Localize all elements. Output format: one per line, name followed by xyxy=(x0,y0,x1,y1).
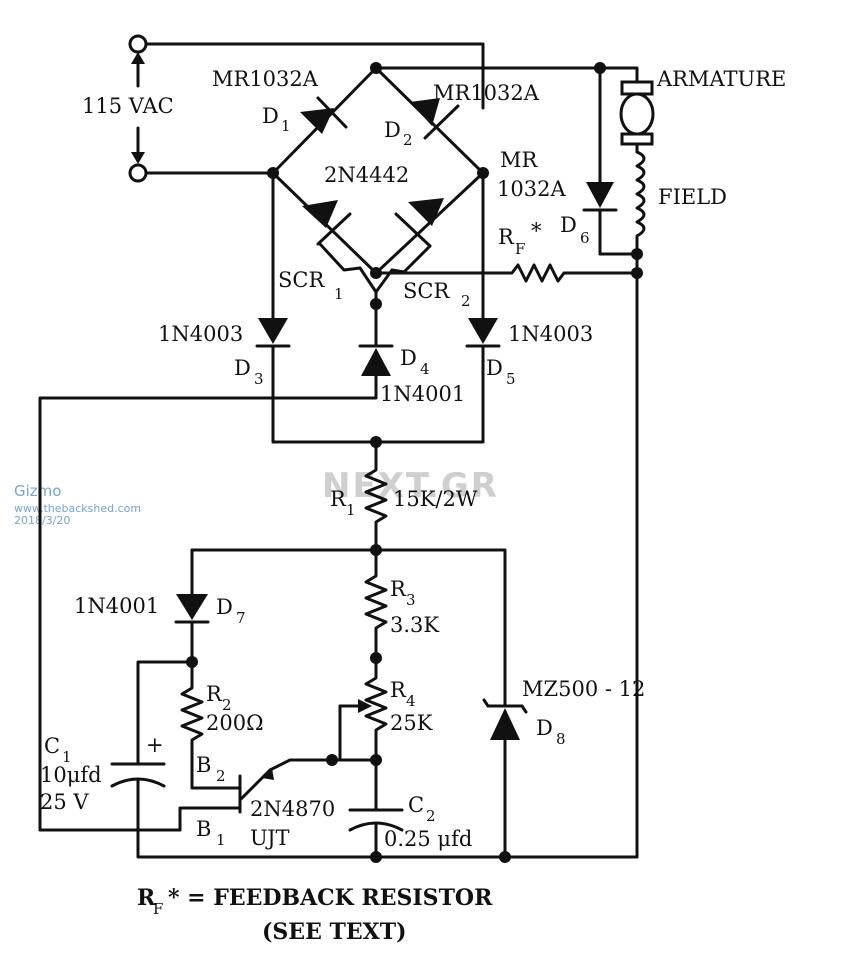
d5-part: 1N4003 xyxy=(508,322,593,346)
d4-sub: 4 xyxy=(420,360,430,378)
d4-ref: D xyxy=(400,346,417,370)
diode-d3 xyxy=(255,318,291,348)
node-ground-mid xyxy=(370,851,382,863)
node-ujt-emitter xyxy=(326,754,338,766)
zener-d8 xyxy=(482,698,528,740)
d5-ref: D xyxy=(486,356,503,380)
d7-ref: D xyxy=(216,595,233,619)
stamp-name: Gizmo xyxy=(14,482,61,500)
rf-sub: F xyxy=(515,240,525,258)
r4-value: 25K xyxy=(390,711,433,735)
r3-sub: 3 xyxy=(406,591,416,609)
d1-ref: D xyxy=(262,104,279,128)
d7-part: 1N4001 xyxy=(74,594,159,618)
armature-symbol xyxy=(619,92,655,136)
scr2-sub: 2 xyxy=(461,292,471,310)
c1-sub: 1 xyxy=(62,748,72,766)
potentiometer-r4 xyxy=(338,656,388,762)
r4-ref: R xyxy=(390,678,407,702)
caption: R F * = FEEDBACK RESISTOR (SEE TEXT) xyxy=(137,885,493,945)
rectifier-diodes: 1N4003 D 3 D 4 1N4001 1N4003 D 5 xyxy=(38,171,593,832)
d6-sub: 6 xyxy=(580,229,590,247)
watermark: NEXT.GR xyxy=(322,466,499,506)
c1-ref: C xyxy=(44,734,60,758)
caption-sub: F xyxy=(153,900,163,918)
timing-section: 1N4001 D 7 R 3 3.3K R 4 25K R 2 200Ω B 2… xyxy=(40,548,645,863)
field-coil xyxy=(635,150,646,256)
d3-ref: D xyxy=(234,356,251,380)
rf-star: * xyxy=(531,219,542,243)
r4-sub: 4 xyxy=(406,692,416,710)
scr2 xyxy=(390,198,444,274)
d4-part: 1N4001 xyxy=(380,382,465,406)
resistor-r1: R 1 15K/2W xyxy=(330,440,478,556)
scr1 xyxy=(302,200,362,272)
forum-stamp: Gizmo www.thebackshed.com 2018/3/20 xyxy=(14,482,141,527)
c2-ref: C xyxy=(408,793,424,817)
d2-part: MR1032A xyxy=(433,81,540,105)
d5-sub: 5 xyxy=(506,370,516,388)
diode-d5 xyxy=(465,318,501,348)
r3-ref: R xyxy=(390,577,407,601)
scr1-sub: 1 xyxy=(334,285,344,303)
d6-part-2: 1032A xyxy=(497,177,566,201)
ujt-b1: B xyxy=(196,817,211,841)
diode-d6 xyxy=(582,182,618,212)
stamp-site: www.thebackshed.com xyxy=(14,502,141,515)
motor-section: ARMATURE FIELD MR 1032A D 6 R F * xyxy=(374,62,786,859)
ac-source-label: 115 VAC xyxy=(82,94,174,118)
r1-ref: R xyxy=(330,487,347,511)
ujt-b2: B xyxy=(196,753,211,777)
ac-input: 115 VAC xyxy=(82,34,485,183)
caption-line2: (SEE TEXT) xyxy=(262,919,406,945)
d8-ref: D xyxy=(536,716,553,740)
r2-value: 200Ω xyxy=(206,711,264,735)
r2-sub: 2 xyxy=(222,696,232,714)
d3-sub: 3 xyxy=(254,370,264,388)
d7-sub: 7 xyxy=(236,609,246,627)
r3-value: 3.3K xyxy=(390,613,439,637)
diode-d1 xyxy=(300,96,348,134)
resistor-r3 xyxy=(364,548,388,660)
field-label: FIELD xyxy=(658,185,727,209)
caption-ref: R xyxy=(137,885,156,911)
d8-sub: 8 xyxy=(556,730,566,748)
d6-ref: D xyxy=(560,213,577,237)
ujt-b1-sub: 1 xyxy=(216,831,226,849)
ujt-q1 xyxy=(178,758,350,832)
stamp-date: 2018/3/20 xyxy=(14,514,70,527)
diode-d2 xyxy=(410,98,460,140)
scr2-ref: SCR xyxy=(403,279,450,303)
d2-sub: 2 xyxy=(403,131,413,149)
ac-terminal-bottom xyxy=(128,163,148,183)
r1-value: 15K/2W xyxy=(393,487,478,511)
r2-ref: R xyxy=(206,682,223,706)
c1-value1: 10μfd xyxy=(40,763,102,787)
scr-part: 2N4442 xyxy=(324,163,409,187)
d8-part: MZ500 - 12 xyxy=(522,677,645,701)
diode-d7 xyxy=(174,594,210,624)
ujt-type: UJT xyxy=(250,826,290,850)
ac-terminal-top xyxy=(128,34,148,54)
c2-sub: 2 xyxy=(426,807,436,825)
node-ground-right xyxy=(499,851,511,863)
r1-sub: 1 xyxy=(346,501,356,519)
d1-part: MR1032A xyxy=(212,67,319,91)
resistor-r2 xyxy=(180,660,234,790)
caption-line1: * = FEEDBACK RESISTOR xyxy=(168,885,493,911)
scr1-ref: SCR xyxy=(278,268,325,292)
d6-part-1: MR xyxy=(500,148,539,172)
ujt-part: 2N4870 xyxy=(250,797,335,821)
c1-polarity: + xyxy=(146,733,164,757)
ujt-b2-sub: 2 xyxy=(216,767,226,785)
diode-d4 xyxy=(358,344,394,376)
d1-sub: 1 xyxy=(281,117,291,135)
d3-part: 1N4003 xyxy=(158,322,243,346)
c2-value: 0.25 μfd xyxy=(384,827,472,851)
d2-ref: D xyxy=(384,118,401,142)
armature-label: ARMATURE xyxy=(656,67,786,91)
rf-ref: R xyxy=(498,225,515,249)
c1-value2: 25 V xyxy=(40,790,89,814)
